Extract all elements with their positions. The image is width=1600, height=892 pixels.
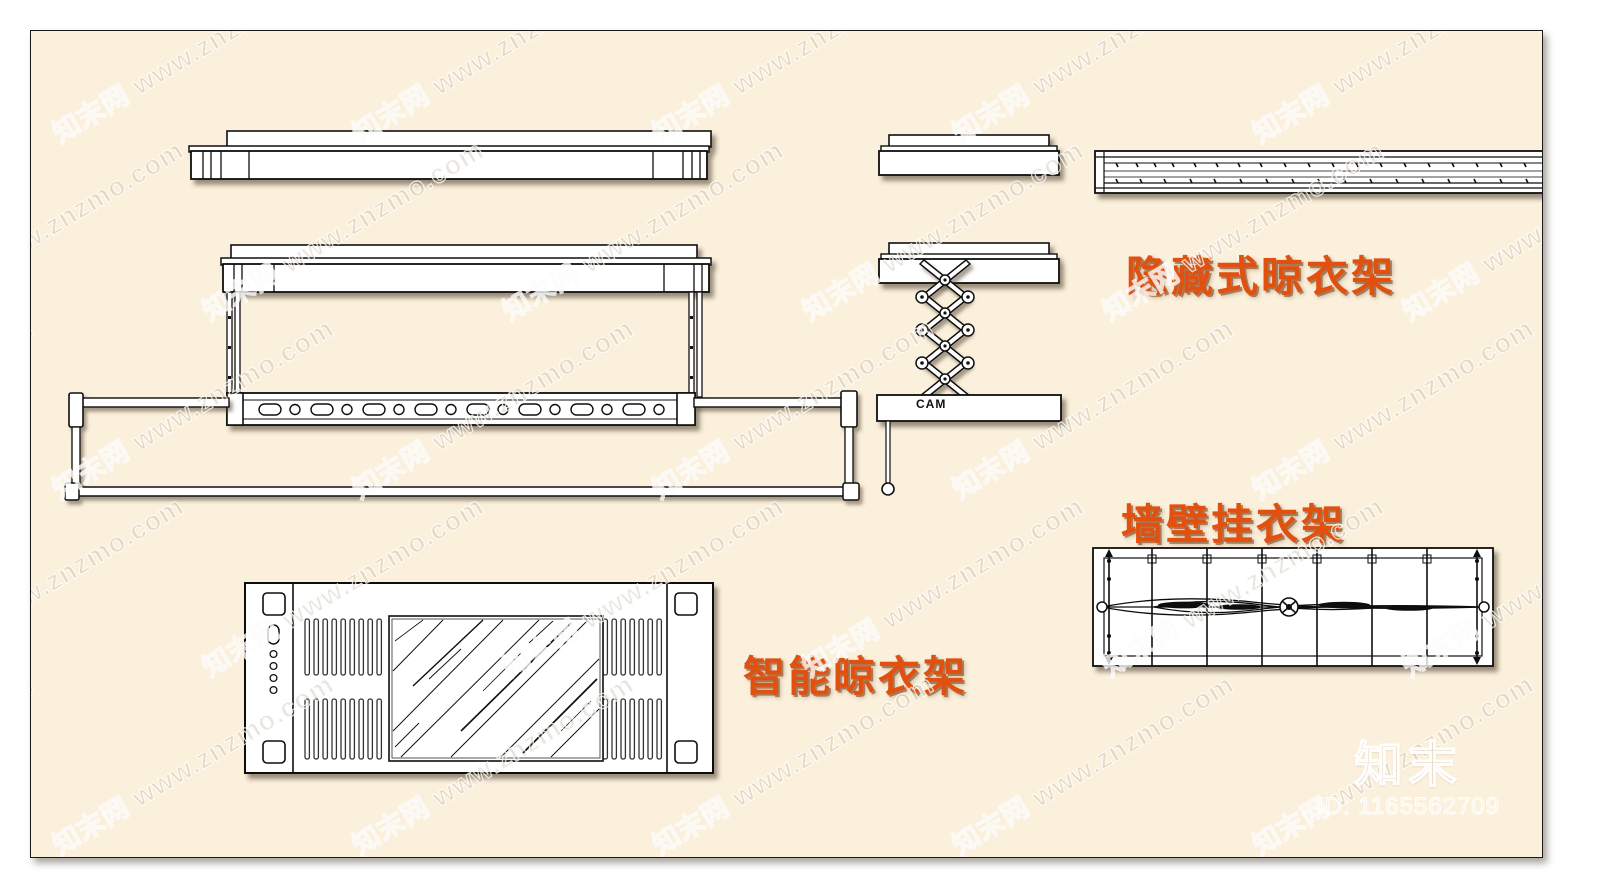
wall-rack-title: 墙壁挂衣架 — [1121, 501, 1347, 548]
perforated-hanger-bar — [226, 392, 696, 426]
wall-mounted-grid-rack — [1092, 547, 1494, 667]
pull-cord-with-ring — [881, 420, 895, 496]
smart-rack-title: 智能晾衣架 — [743, 653, 969, 700]
cam-base-bar — [876, 394, 1062, 422]
scissor-lift-assembly — [878, 242, 1060, 402]
smart-rack-front-panel — [244, 582, 714, 774]
cam-label: CAM — [916, 397, 947, 411]
indicator-light — [269, 649, 278, 695]
vent-slats — [304, 618, 663, 760]
hidden-rack-title: 隐藏式晾衣架 — [1126, 253, 1397, 300]
left-panel-drawings — [64, 130, 1062, 774]
hidden-rail-elevation — [1094, 150, 1542, 194]
brand-watermark: 知末 ID: 1165562709 — [1316, 738, 1500, 821]
power-button-icon — [267, 624, 280, 645]
extended-rack-drop-rails — [226, 291, 703, 398]
right-panel-drawings — [1092, 150, 1542, 667]
rail-tick-marks — [1115, 162, 1529, 184]
corner-square — [262, 592, 698, 764]
glass-panel — [388, 615, 604, 762]
brand-id: ID: 1165562709 — [1316, 792, 1500, 820]
lift-motor-housing-top — [878, 134, 1060, 176]
retracted-rack-top-view — [188, 130, 712, 180]
extended-rack-housing — [220, 244, 712, 293]
outer-hanger-frame — [64, 390, 860, 501]
brand-logo: 知末 — [1354, 738, 1463, 792]
scissor-pivot-joints — [915, 274, 975, 385]
